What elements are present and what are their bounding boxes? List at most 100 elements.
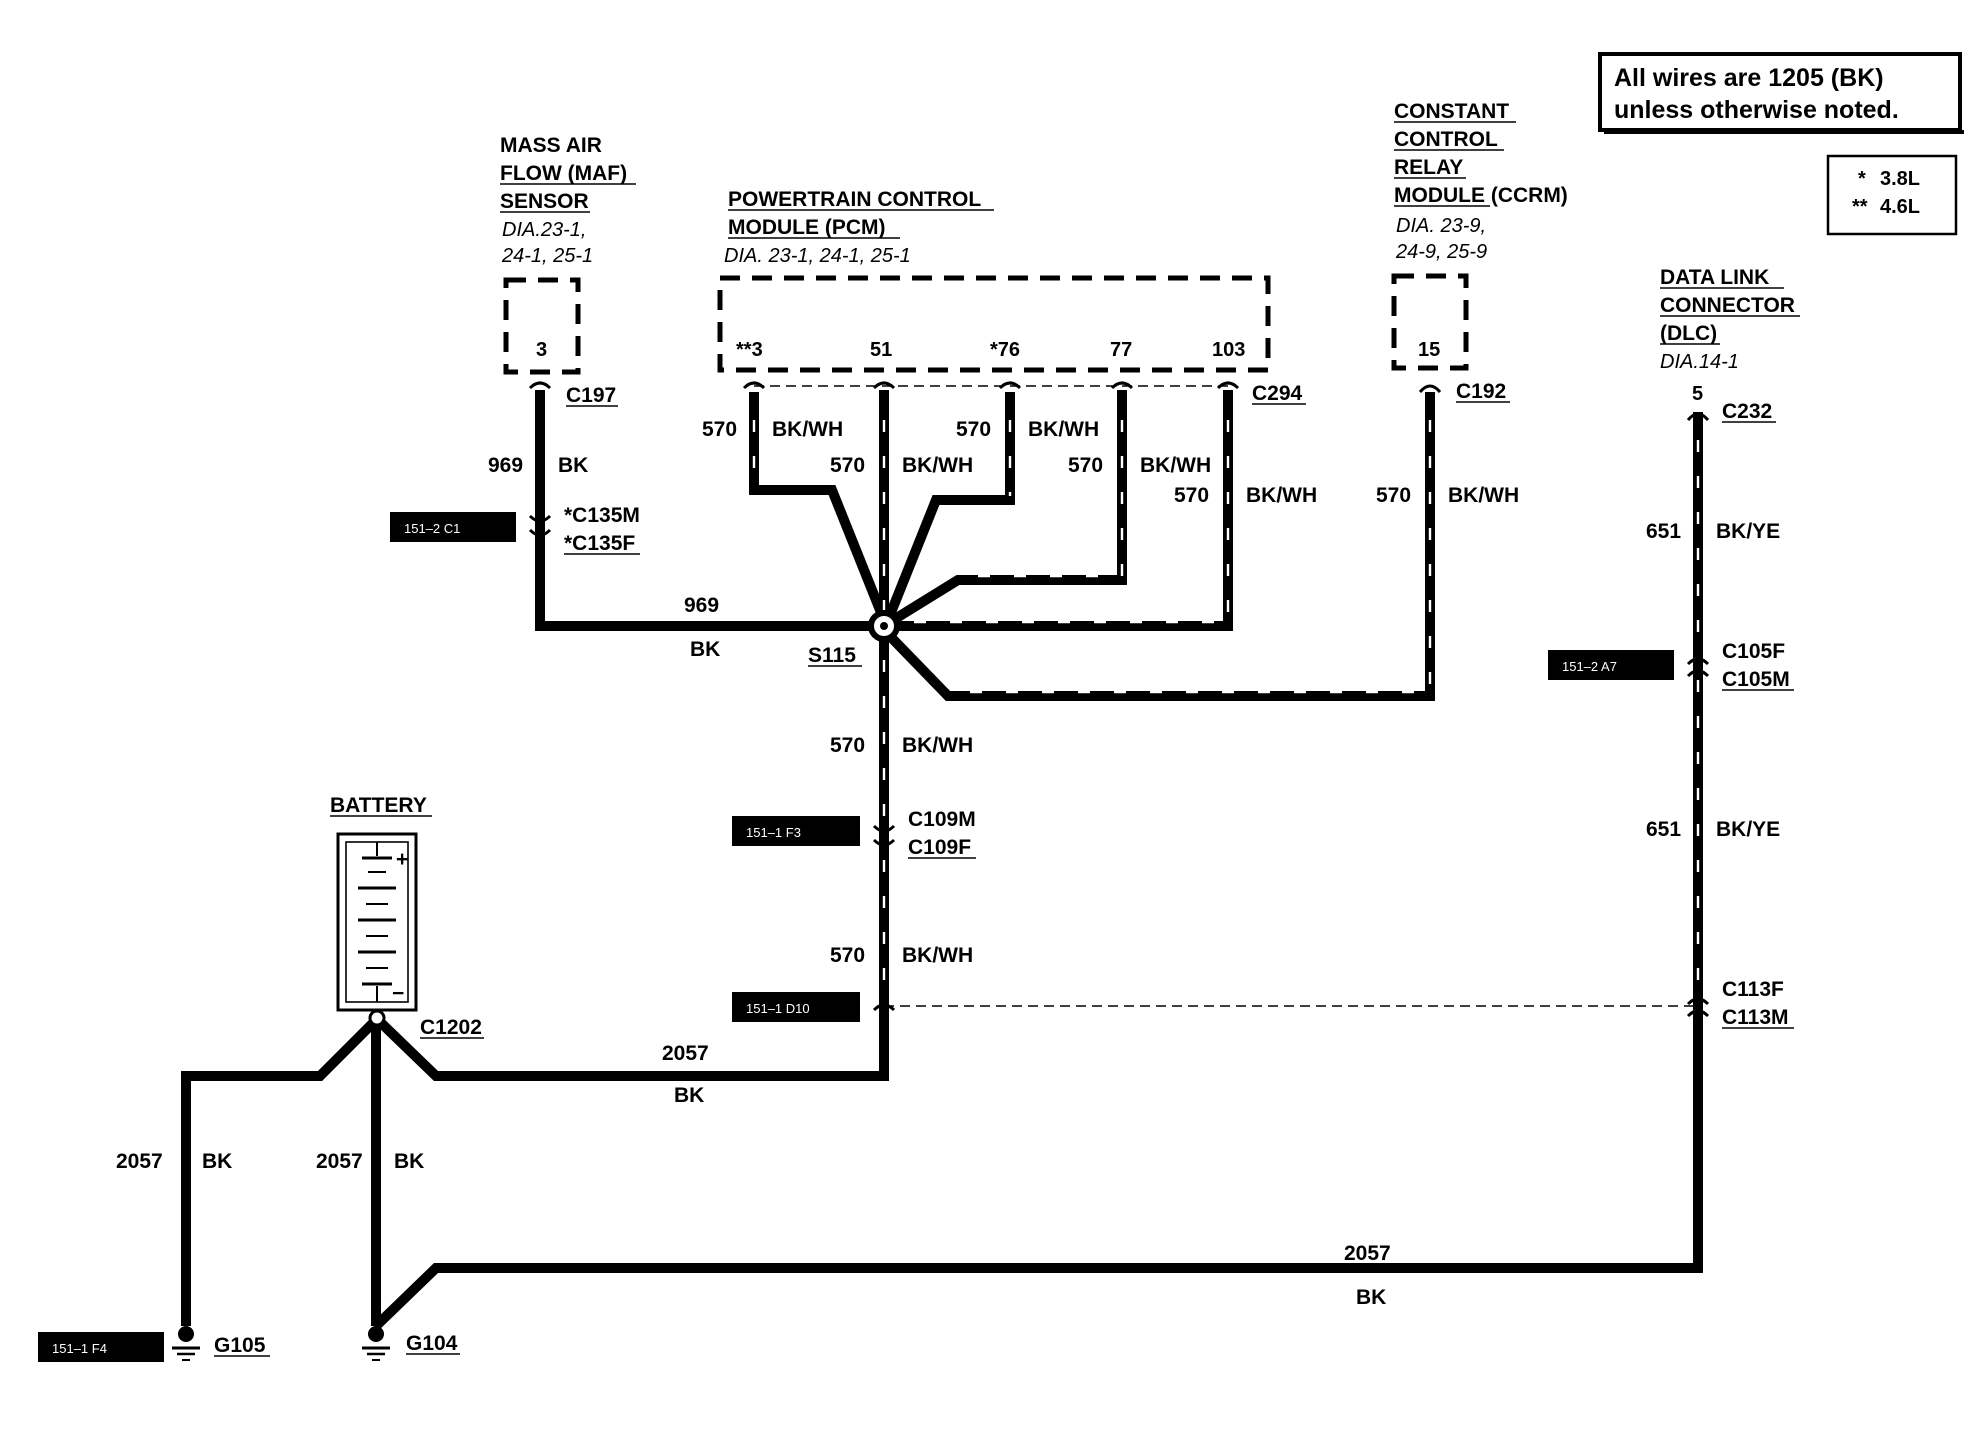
- battery-minus: −: [392, 982, 404, 1005]
- wire-570-pcm-3: [749, 392, 889, 622]
- c105-m: C105M: [1722, 668, 1790, 691]
- wire-label-circuit: 2057: [316, 1150, 363, 1173]
- c105-f: C105F: [1722, 640, 1785, 663]
- wire-label-circuit: 570: [1068, 454, 1103, 477]
- wire-570-ccrm: [880, 392, 1435, 701]
- wire-label-color: BK/YE: [1716, 520, 1780, 543]
- pcm-pin-2: 51: [870, 339, 892, 361]
- wire-570-pcm-76: [883, 392, 1015, 622]
- pcm-pin-5: 103: [1212, 339, 1245, 361]
- wire-label-color: BK: [394, 1150, 424, 1173]
- wire-label-circuit: 570: [702, 418, 737, 441]
- wire-label-color: BK/WH: [772, 418, 843, 441]
- legend-mark-2: **: [1852, 196, 1868, 218]
- general-note: All wires are 1205 (BK) unless otherwise…: [1598, 52, 1964, 134]
- pcm-ref: DIA. 23-1, 24-1, 25-1: [724, 245, 911, 267]
- maf-pin: 3: [536, 339, 547, 361]
- ccrm-title-1: CONSTANT: [1394, 100, 1509, 123]
- legend-value-2: 4.6L: [1880, 196, 1920, 218]
- pcm-box: [717, 275, 1271, 373]
- ccrm-title-4: MODULE (CCRM): [1394, 184, 1568, 207]
- battery-connector: C1202: [420, 1016, 482, 1039]
- wire-570-pcm-103: [884, 390, 1233, 631]
- tag-c1: 151–2 C1: [404, 521, 460, 536]
- inline-connectors: *C135M *C135F C109M C109F C105F C105M C1…: [528, 381, 1794, 1029]
- wire-label-color: BK: [558, 454, 588, 477]
- wire-label-circuit: 570: [830, 944, 865, 967]
- dlc-connector-id: C232: [1722, 400, 1772, 423]
- wire-label-color: BK: [690, 638, 720, 661]
- splice-s115: S115: [808, 610, 900, 667]
- maf-title-2: FLOW (MAF): [500, 162, 627, 185]
- c113-m: C113M: [1722, 1006, 1789, 1029]
- wire-label-color: BK: [674, 1084, 704, 1107]
- c135-m: *C135M: [564, 504, 640, 527]
- legend-value-1: 3.8L: [1880, 168, 1920, 190]
- maf-ref-1: DIA.23-1,: [502, 219, 586, 241]
- battery-title: BATTERY: [330, 794, 427, 817]
- ccrm-title-2: CONTROL: [1394, 128, 1498, 151]
- legend-mark-1: *: [1858, 168, 1866, 190]
- dlc-title-2: CONNECTOR: [1660, 294, 1795, 317]
- dlc-ref: DIA.14-1: [1660, 351, 1739, 373]
- dlc-title-3: (DLC): [1660, 322, 1717, 345]
- note-line-2: unless otherwise noted.: [1614, 96, 1899, 124]
- wire-label-circuit: 570: [830, 454, 865, 477]
- wires: [181, 385, 1703, 1330]
- tag-a7: 151–2 A7: [1562, 659, 1617, 674]
- wire-label-circuit: 969: [488, 454, 523, 477]
- tag-d10: 151–1 D10: [746, 1001, 810, 1016]
- wire-label-circuit: 570: [956, 418, 991, 441]
- battery-plus: +: [396, 848, 408, 871]
- wire-969: [535, 390, 884, 631]
- ccrm-pin: 15: [1418, 339, 1440, 361]
- note-line-1: All wires are 1205 (BK): [1614, 64, 1884, 92]
- tag-f3: 151–1 F3: [746, 825, 801, 840]
- pcm-pin-4: 77: [1110, 339, 1132, 361]
- wire-label-circuit: 969: [684, 594, 719, 617]
- page-tags: 151–2 C1 151–1 F3 151–1 D10 151–1 F4 151…: [38, 512, 1674, 1362]
- wire-651: [372, 412, 1703, 1330]
- ground-g105: G105: [172, 1326, 270, 1361]
- tag-f4: 151–1 F4: [52, 1341, 107, 1356]
- wire-labels: 969 BK 969 BK 570 BK/WH 570 BK/WH 570 BK…: [116, 418, 1780, 1309]
- wire-label-circuit: 570: [1376, 484, 1411, 507]
- wire-label-color: BK/WH: [1140, 454, 1211, 477]
- ccrm-ref-1: DIA. 23-9,: [1396, 215, 1486, 237]
- wire-label-circuit: 2057: [662, 1042, 709, 1065]
- maf-sensor: MASS AIR FLOW (MAF) SENSOR DIA.23-1, 24-…: [500, 134, 636, 407]
- engine-legend: * 3.8L ** 4.6L: [1826, 154, 1958, 236]
- battery: BATTERY + − C1202: [330, 794, 484, 1039]
- dlc-pin: 5: [1692, 383, 1703, 405]
- wire-label-color: BK/WH: [1448, 484, 1519, 507]
- wire-label-color: BK/WH: [902, 454, 973, 477]
- wire-label-circuit: 651: [1646, 520, 1681, 543]
- maf-connector: C197: [566, 384, 616, 407]
- pcm-pin-3: *76: [990, 339, 1020, 361]
- wire-570-main: [374, 630, 889, 1081]
- ground-g104: G104: [362, 1326, 460, 1361]
- wire-570-pcm-77: [887, 390, 1127, 627]
- pcm-module: POWERTRAIN CONTROL MODULE (PCM) DIA. 23-…: [717, 188, 1306, 405]
- ccrm-title-3: RELAY: [1394, 156, 1463, 179]
- c109-m: C109M: [908, 808, 976, 831]
- maf-title-1: MASS AIR: [500, 134, 602, 157]
- g104-label: G104: [406, 1332, 458, 1355]
- wire-label-color: BK/WH: [1246, 484, 1317, 507]
- ccrm-connector: C192: [1456, 380, 1506, 403]
- dlc-connector: DATA LINK CONNECTOR (DLC) DIA.14-1 5 C23…: [1660, 266, 1800, 423]
- ccrm-box: [1391, 273, 1469, 371]
- c135-f: *C135F: [564, 532, 635, 555]
- wire-label-circuit: 651: [1646, 818, 1681, 841]
- wire-label-color: BK: [202, 1150, 232, 1173]
- c113-f: C113F: [1722, 978, 1784, 1001]
- wire-label-color: BK/YE: [1716, 818, 1780, 841]
- pcm-connector: C294: [1252, 382, 1303, 405]
- wire-label-color: BK/WH: [902, 944, 973, 967]
- maf-ref-2: 24-1, 25-1: [501, 245, 593, 267]
- pcm-title-1: POWERTRAIN CONTROL: [728, 188, 981, 211]
- wire-label-circuit: 2057: [1344, 1242, 1391, 1265]
- ccrm-module: CONSTANT CONTROL RELAY MODULE (CCRM) DIA…: [1391, 100, 1568, 403]
- wire-label-circuit: 570: [830, 734, 865, 757]
- ccrm-ref-2: 24-9, 25-9: [1395, 241, 1487, 263]
